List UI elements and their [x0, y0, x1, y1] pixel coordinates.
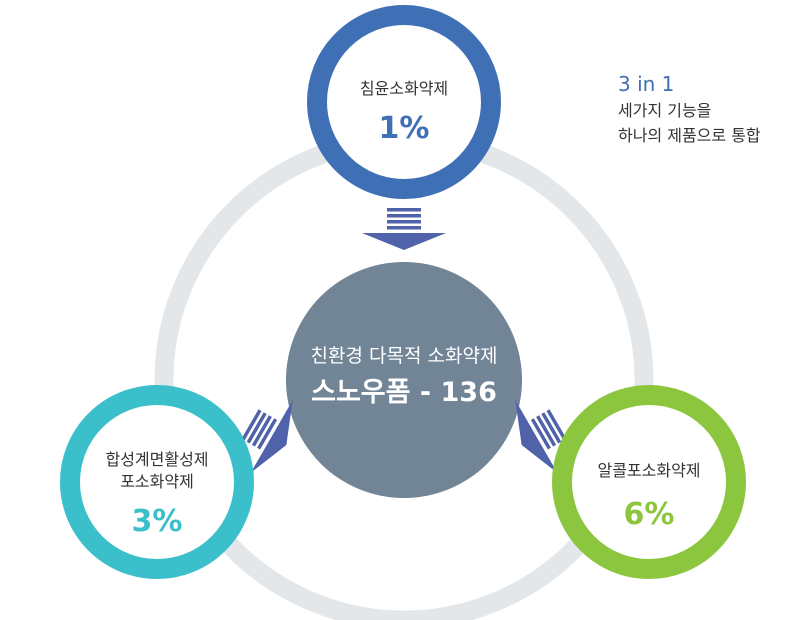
feature-note: 3 in 1 세가지 기능을 하나의 제품으로 통합	[618, 70, 808, 148]
node-left-label-line-2: 포소화약제	[120, 472, 194, 491]
node-left-label-line-1: 합성계면활성제	[105, 450, 208, 469]
note-line-1: 세가지 기능을	[618, 101, 712, 120]
node-right: 알콜포소화약제 6%	[552, 385, 746, 579]
node-right-ring	[552, 385, 746, 579]
note-brand: 3 in 1	[618, 72, 675, 96]
center-subtitle: 친환경 다목적 소화약제	[311, 345, 498, 367]
center-circle	[286, 262, 522, 498]
node-right-label: 알콜포소화약제	[597, 461, 700, 480]
node-left-ring	[60, 385, 254, 579]
node-top-ring	[307, 5, 501, 199]
arrow-top	[362, 208, 446, 250]
node-top-label: 침윤소화약제	[360, 79, 448, 98]
node-left-value: 3%	[132, 504, 183, 539]
node-left: 합성계면활성제 포소화약제 3%	[60, 385, 254, 579]
center-title: 스노우폼 - 136	[311, 377, 497, 408]
node-top: 침윤소화약제 1%	[307, 5, 501, 199]
note-line-2: 하나의 제품으로 통합	[618, 126, 761, 145]
node-top-value: 1%	[379, 111, 430, 146]
node-right-value: 6%	[624, 497, 675, 532]
